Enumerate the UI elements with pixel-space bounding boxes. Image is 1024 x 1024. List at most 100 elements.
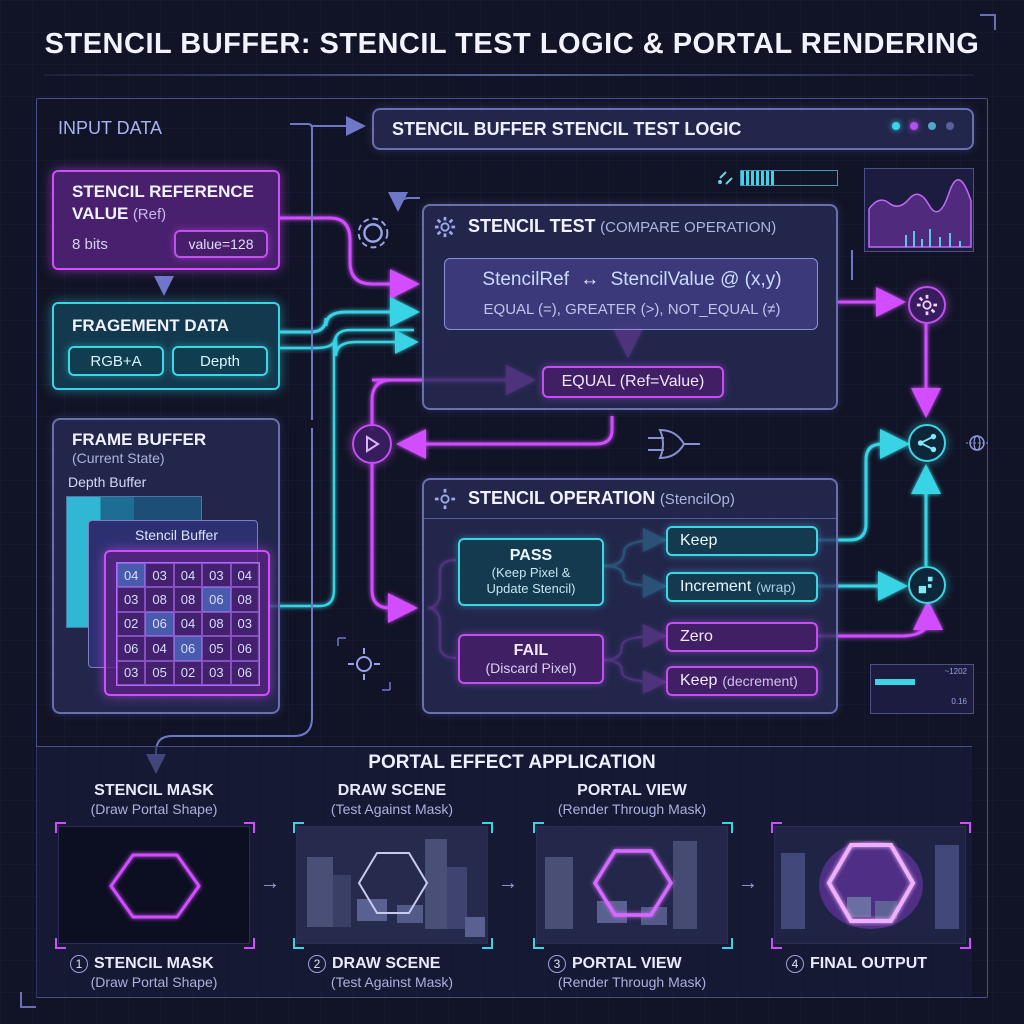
- frame-buffer-subtitle: (Current State): [72, 450, 165, 466]
- settings-node-icon: [336, 636, 392, 692]
- step-number-badge: 3: [548, 955, 566, 973]
- portal-step-bottom-title: DRAW SCENE: [332, 955, 441, 972]
- stencil-cell: 04: [117, 563, 146, 588]
- thumbnail-corner: [960, 822, 971, 833]
- stencil-cell: 04: [230, 563, 259, 588]
- status-dot: [892, 122, 900, 130]
- status-dot: [910, 122, 918, 130]
- stencil-logic-header-bar: STENCIL BUFFER STENCIL TEST LOGIC: [372, 108, 974, 150]
- stencil-cell: 03: [202, 563, 231, 588]
- stencil-op-heading: STENCIL OPERATION (StencilOp): [468, 488, 735, 508]
- readout-bar: [875, 679, 915, 685]
- logic-gate-icon: [646, 424, 702, 464]
- frame-buffer-title: FRAME BUFFER: [72, 430, 207, 449]
- thumbnail-corner: [771, 822, 782, 833]
- stencil-cell: 02: [117, 611, 146, 637]
- header-bar-label: STENCIL BUFFER STENCIL TEST LOGIC: [392, 118, 742, 139]
- stencil-cell: 06: [202, 587, 231, 612]
- final-output-thumbnail: [774, 826, 966, 944]
- thumbnail-corner: [244, 822, 255, 833]
- input-data-label: INPUT DATA: [58, 118, 163, 138]
- thumbnail-corner: [482, 822, 493, 833]
- thumbnail-corner: [722, 822, 733, 833]
- play-triangle-icon: [352, 424, 392, 464]
- bits-label: 8 bits: [72, 236, 108, 253]
- stencil-cell: 05: [145, 660, 174, 685]
- readout-top: ~1202: [944, 667, 967, 676]
- page-title: STENCIL BUFFER: STENCIL TEST LOGIC & POR…: [44, 28, 980, 60]
- keep-op-chip: Keep: [666, 526, 818, 556]
- portal-step-top-title: DRAW SCENE: [337, 782, 447, 799]
- portal-step-bottom-title: FINAL OUTPUT: [810, 955, 928, 972]
- equal-result-chip: EQUAL (Ref=Value): [542, 366, 724, 398]
- compare-operators: EQUAL (=), GREATER (>), NOT_EQUAL (≠): [483, 301, 781, 318]
- thumbnail-corner: [293, 822, 304, 833]
- step-number-badge: 1: [70, 955, 88, 973]
- step-arrow-icon: →: [260, 872, 280, 894]
- status-dot: [946, 122, 954, 130]
- stencil-cell: 04: [173, 611, 203, 637]
- gear-icon: [434, 488, 456, 510]
- stencil-ref-title-line2: VALUE (Ref): [72, 204, 167, 223]
- mini-readout-panel: ~1202 0.16: [870, 664, 974, 714]
- stencil-cell: 04: [145, 636, 174, 661]
- stencil-cell: 08: [230, 587, 259, 612]
- stencil-cell: 03: [117, 660, 146, 685]
- stencil-cell: 08: [173, 587, 203, 612]
- rgba-chip: RGB+A: [68, 346, 164, 376]
- stencil-cell: 04: [173, 563, 203, 588]
- portal-step-bottom-subtitle: (Draw Portal Shape): [90, 974, 218, 990]
- stencil-buffer-label: Stencil Buffer: [135, 527, 219, 543]
- stencil-cell: 03: [145, 563, 174, 588]
- stencil-cell: 03: [230, 611, 259, 637]
- step-number-badge: 2: [308, 955, 326, 973]
- zero-op-chip: Zero: [666, 622, 818, 652]
- globe-icon: [964, 430, 990, 456]
- compare-expression: StencilRef ↔ StencilValue @ (x,y): [482, 269, 782, 290]
- portal-section-title: PORTAL EFFECT APPLICATION: [368, 752, 656, 773]
- portal-step-bottom-subtitle: (Render Through Mask): [557, 974, 707, 990]
- ref-value-chip: value=128: [174, 230, 268, 258]
- title-divider: [44, 74, 974, 76]
- stencil-cell: 03: [202, 660, 231, 685]
- stencil-mask-thumbnail: [58, 826, 250, 944]
- panel-divider: [424, 518, 836, 519]
- stencil-cell: 06: [145, 611, 174, 637]
- keep-decrement-op-chip: Keep (decrement): [666, 666, 818, 696]
- network-node-icon: [908, 424, 946, 462]
- fail-box: FAIL (Discard Pixel): [458, 634, 604, 684]
- increment-op-chip: Increment (wrap): [666, 572, 818, 602]
- thumbnail-corner: [960, 938, 971, 949]
- stencil-test-panel: STENCIL TEST (COMPARE OPERATION) Stencil…: [422, 204, 838, 410]
- frame-buffer-panel: FRAME BUFFER (Current State) Depth Buffe…: [52, 418, 280, 714]
- mini-area-chart: [864, 168, 974, 252]
- portal-step-top-subtitle: (Draw Portal Shape): [90, 801, 218, 817]
- thumbnail-corner: [533, 938, 544, 949]
- portal-step-bottom-title: PORTAL VIEW: [572, 955, 682, 972]
- depth-chip: Depth: [172, 346, 268, 376]
- step-arrow-icon: →: [738, 872, 758, 894]
- thumbnail-corner: [771, 938, 782, 949]
- step-number-badge: 4: [786, 955, 804, 973]
- stencil-ref-title: STENCIL REFERENCE: [72, 182, 254, 201]
- stencil-cell: 06: [117, 636, 146, 661]
- stencil-cell: 06: [230, 660, 259, 685]
- portal-step-top-subtitle: (Render Through Mask): [557, 801, 707, 817]
- step-arrow-icon: →: [498, 872, 518, 894]
- thumbnail-corner: [55, 938, 66, 949]
- link-icon: [716, 168, 736, 188]
- mini-progress-bar: [740, 170, 838, 186]
- corner-bracket: [20, 992, 36, 1008]
- stencil-cell: 06: [230, 636, 259, 661]
- portal-view-thumbnail: [536, 826, 728, 944]
- depth-buffer-label: Depth Buffer: [68, 474, 147, 490]
- gear-icon: [350, 210, 396, 256]
- stencil-cell: 08: [145, 587, 174, 612]
- portal-step-top-title: PORTAL VIEW: [577, 782, 687, 799]
- status-dot: [928, 122, 936, 130]
- portal-step-bottom-title: STENCIL MASK: [94, 955, 214, 972]
- stencil-cell: 03: [117, 587, 146, 612]
- gear-icon: [434, 216, 456, 238]
